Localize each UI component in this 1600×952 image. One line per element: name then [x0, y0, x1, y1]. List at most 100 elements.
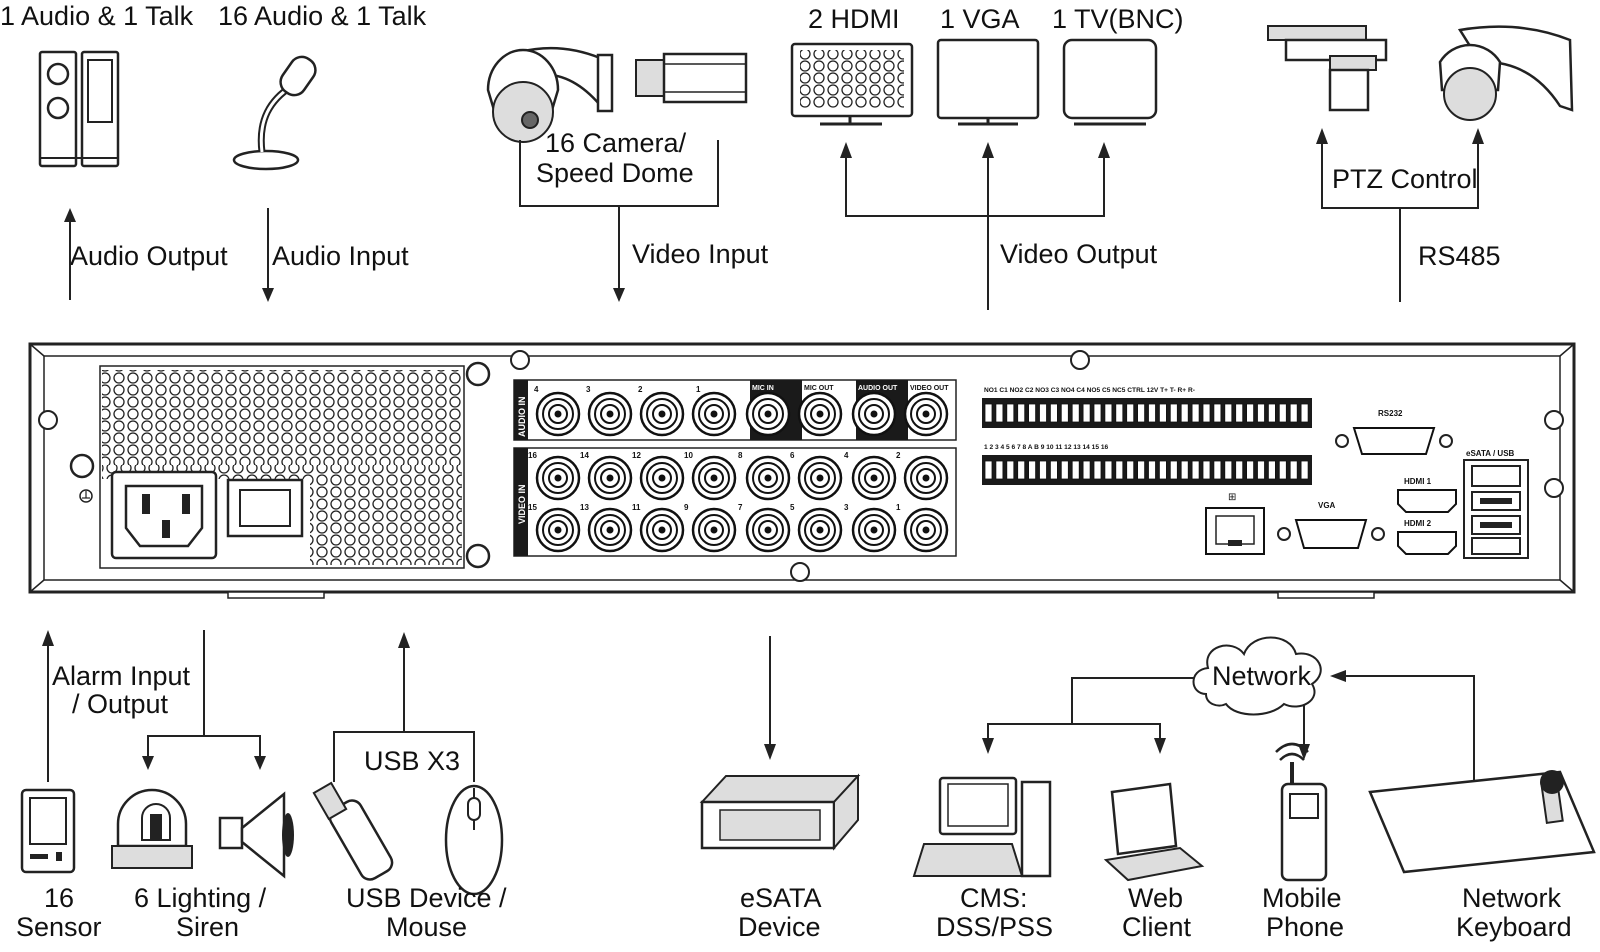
terminal-pin[interactable]	[1235, 403, 1244, 423]
terminal-pin[interactable]	[1159, 460, 1167, 480]
terminal-pin[interactable]	[1202, 460, 1211, 480]
video-in-port-4[interactable]	[851, 455, 897, 501]
mic-out-port[interactable]	[797, 391, 843, 437]
video-in-port-9[interactable]	[691, 507, 737, 553]
terminal-pin[interactable]	[1093, 460, 1102, 480]
esata-usb-ports[interactable]: eSATA / USB	[1463, 449, 1529, 559]
video-in-port-1[interactable]	[903, 507, 949, 553]
video-out-port[interactable]	[903, 391, 949, 437]
video-in-port-2[interactable]	[903, 455, 949, 501]
video-in-port-15[interactable]	[535, 507, 581, 553]
terminal-pin[interactable]	[1137, 460, 1145, 480]
terminal-pin[interactable]	[1159, 403, 1167, 423]
terminal-pin[interactable]	[1126, 460, 1135, 480]
terminal-top-labels: NO1 C1 NO2 C2 NO3 C3 NO4 C4 NO5 C5 NC5 C…	[984, 387, 1195, 394]
vga-port[interactable]: VGA	[1277, 501, 1385, 549]
terminal-pin[interactable]	[1257, 460, 1265, 480]
terminal-pin[interactable]	[1115, 403, 1124, 423]
terminal-pin[interactable]	[1278, 403, 1287, 423]
hdmi-port-2[interactable]: HDMI 2	[1397, 519, 1457, 555]
terminal-pin[interactable]	[1300, 403, 1309, 423]
terminal-pin[interactable]	[1137, 403, 1145, 423]
terminal-pin[interactable]	[1148, 460, 1156, 480]
terminal-pin[interactable]	[995, 403, 1004, 423]
rs232-port[interactable]: RS232	[1335, 409, 1453, 455]
terminal-pin[interactable]	[1278, 460, 1287, 480]
terminal-pin[interactable]	[1235, 460, 1244, 480]
audio-output-label: Audio Output	[70, 241, 228, 271]
video-in-port-14[interactable]	[587, 455, 633, 501]
terminal-pin[interactable]	[1300, 460, 1309, 480]
network-keyboard-icon	[1368, 770, 1596, 874]
terminal-pin[interactable]	[1093, 403, 1102, 423]
terminal-pin[interactable]	[1289, 403, 1298, 423]
terminal-pin[interactable]	[1191, 460, 1200, 480]
terminal-pin[interactable]	[984, 403, 993, 423]
terminal-pin[interactable]	[1115, 460, 1124, 480]
terminal-pin[interactable]	[1180, 403, 1189, 423]
video-in-port-10[interactable]	[691, 455, 737, 501]
audio-in-1-port[interactable]	[691, 391, 737, 437]
terminal-pin[interactable]	[1039, 403, 1047, 423]
terminal-pin[interactable]	[1213, 460, 1222, 480]
terminal-pin[interactable]	[1268, 460, 1276, 480]
terminal-pin[interactable]	[1246, 403, 1254, 423]
terminal-pin[interactable]	[1017, 460, 1026, 480]
video-in-port-7[interactable]	[745, 507, 791, 553]
terminal-pin[interactable]	[1191, 403, 1200, 423]
terminal-pin[interactable]	[1104, 403, 1113, 423]
terminal-pin[interactable]	[1180, 460, 1189, 480]
mobile-label-line1: Mobile	[1262, 883, 1342, 913]
terminal-pin[interactable]	[1224, 403, 1233, 423]
terminal-pin[interactable]	[1268, 403, 1276, 423]
terminal-pin[interactable]	[1050, 403, 1058, 423]
terminal-pin[interactable]	[1257, 403, 1265, 423]
terminal-pin[interactable]	[1050, 460, 1058, 480]
video-in-port-11[interactable]	[639, 507, 685, 553]
terminal-pin[interactable]	[1224, 460, 1233, 480]
terminal-pin[interactable]	[1148, 403, 1156, 423]
terminal-pin[interactable]	[1246, 460, 1254, 480]
terminal-pin[interactable]	[995, 460, 1004, 480]
terminal-pin[interactable]	[1028, 403, 1036, 423]
video-in-number-bottom: 1	[896, 503, 901, 512]
terminal-pin[interactable]	[1169, 460, 1178, 480]
terminal-pin[interactable]	[1126, 403, 1135, 423]
video-in-number-top: 8	[738, 451, 743, 460]
video-in-port-13[interactable]	[587, 507, 633, 553]
mic-in-port[interactable]	[745, 391, 791, 437]
video-in-port-8[interactable]	[745, 455, 791, 501]
video-in-port-3[interactable]	[851, 507, 897, 553]
terminal-pin[interactable]	[1060, 403, 1069, 423]
video-in-port-5[interactable]	[797, 507, 843, 553]
terminal-pin[interactable]	[1028, 460, 1036, 480]
hdmi-port-1[interactable]: HDMI 1	[1397, 477, 1457, 513]
video-in-port-6[interactable]	[797, 455, 843, 501]
terminal-pin[interactable]	[1071, 403, 1080, 423]
terminal-pin[interactable]	[1169, 403, 1178, 423]
ethernet-port[interactable]: ⊞	[1205, 492, 1265, 555]
audio-out-port[interactable]	[851, 391, 897, 437]
video-in-port-16[interactable]	[535, 455, 581, 501]
terminal-pin[interactable]	[1213, 403, 1222, 423]
terminal-pin[interactable]	[984, 460, 993, 480]
terminal-pin[interactable]	[1060, 460, 1069, 480]
terminal-pin[interactable]	[1104, 460, 1113, 480]
terminal-pin[interactable]	[1039, 460, 1047, 480]
terminal-pin[interactable]	[1006, 460, 1015, 480]
power-switch[interactable]	[226, 478, 304, 538]
terminal-pin[interactable]	[1202, 403, 1211, 423]
terminal-pin[interactable]	[1082, 460, 1091, 480]
video-output-label: Video Output	[1000, 239, 1158, 269]
audio-in-2-port[interactable]	[639, 391, 685, 437]
audio-in-4-port[interactable]	[535, 391, 581, 437]
terminal-pin[interactable]	[1071, 460, 1080, 480]
terminal-pin[interactable]	[1289, 460, 1298, 480]
video-in-port-12[interactable]	[639, 455, 685, 501]
terminal-pin[interactable]	[1006, 403, 1015, 423]
terminal-pin[interactable]	[1082, 403, 1091, 423]
terminal-pin[interactable]	[1017, 403, 1026, 423]
network-icon: ⊞	[1228, 492, 1236, 503]
audio-in-3-port[interactable]	[587, 391, 633, 437]
video-in-number-bottom: 11	[632, 503, 641, 512]
